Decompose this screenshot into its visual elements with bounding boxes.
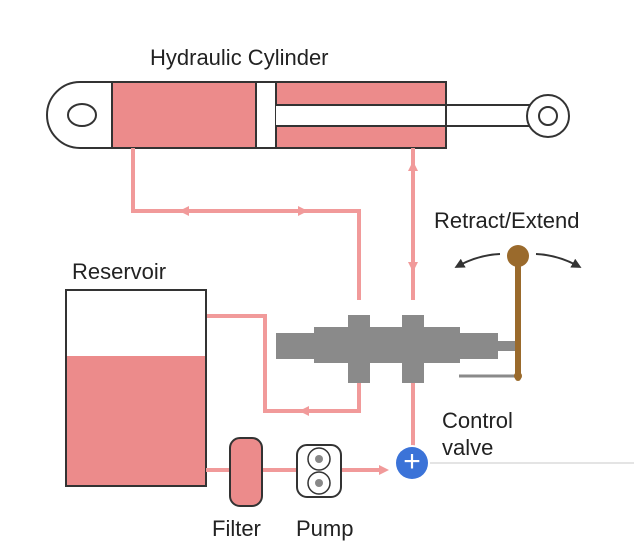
title-label: Hydraulic Cylinder [150, 45, 329, 70]
filter-label: Filter [212, 516, 261, 541]
filter [229, 437, 263, 507]
reservoir [65, 289, 207, 487]
cylinder-rod [276, 104, 534, 127]
return-line [131, 148, 361, 416]
lever-knob [507, 245, 529, 267]
cylinder-left-mount-hole [67, 103, 97, 127]
retract-extend-label: Retract/Extend [434, 208, 580, 233]
pump-label: Pump [296, 516, 354, 541]
overlay-panel [416, 463, 634, 546]
reservoir-label: Reservoir [72, 259, 167, 284]
control-valve [276, 315, 520, 383]
plus-icon: + [403, 445, 421, 478]
hydraulic-cylinder [46, 81, 570, 149]
add-button[interactable]: + [396, 447, 428, 479]
control-valve-label-line1: Control [442, 408, 513, 433]
arrow-right-icon [535, 253, 582, 268]
reservoir-fluid [67, 356, 205, 485]
cylinder-piston [255, 81, 277, 149]
control-lever [459, 245, 529, 381]
arrow-left-icon [454, 253, 501, 268]
cylinder-rod-eye-hole [538, 106, 558, 126]
pump [296, 444, 342, 498]
control-valve-label-line2: valve [442, 435, 494, 460]
retract-extend-arrows [454, 253, 582, 268]
